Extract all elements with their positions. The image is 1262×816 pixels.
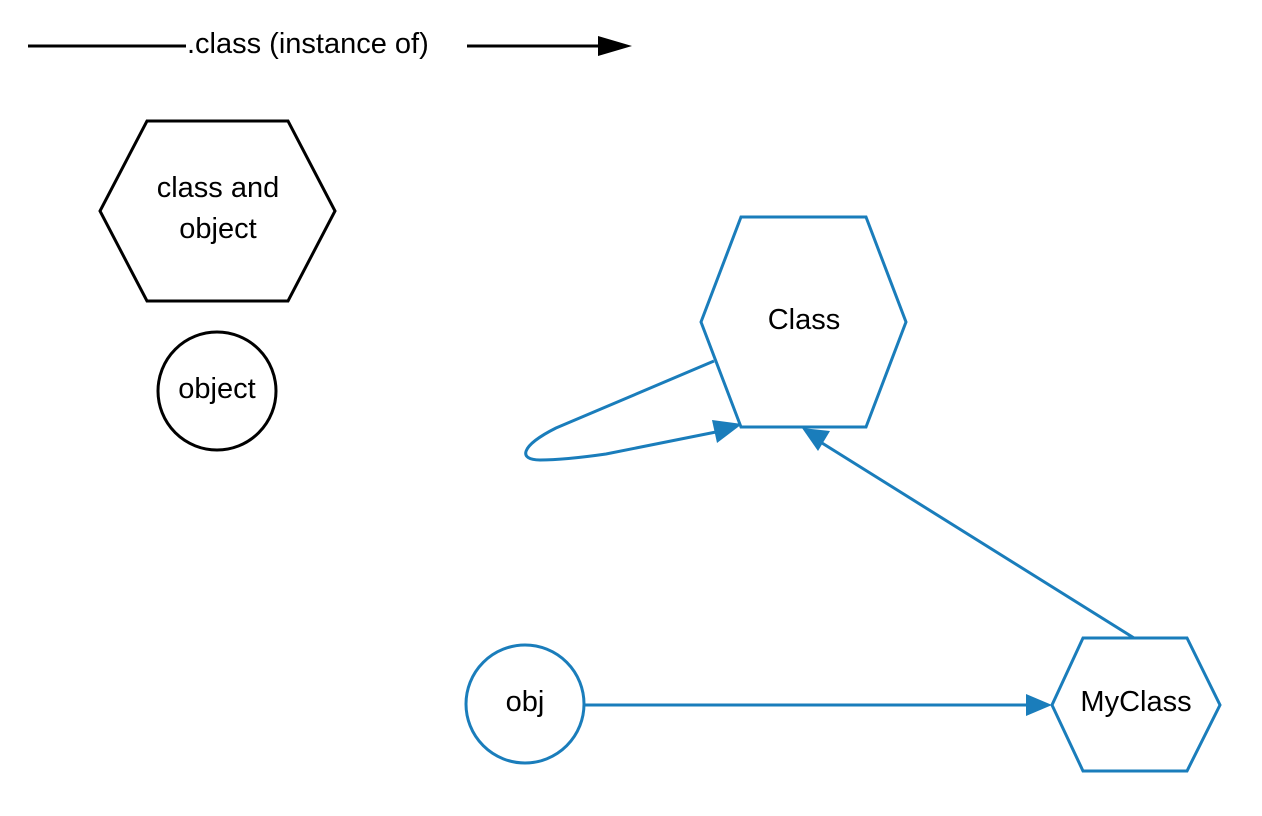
myclass-to-class-arrowhead: [802, 428, 830, 451]
diagram-graph: Class MyClass obj: [464, 215, 1222, 773]
legend-hexagon-label-line1: class and: [157, 172, 280, 204]
legend-arrowhead: [598, 36, 632, 56]
class-self-loop-arrowhead: [712, 420, 742, 443]
class-self-loop-edge: [524, 359, 717, 462]
myclass-node-label: MyClass: [1080, 686, 1191, 718]
legend-circle-label: object: [178, 373, 255, 405]
obj-node-label: obj: [506, 686, 545, 718]
legend-hexagon: [98, 119, 337, 303]
class-node: [699, 215, 908, 429]
legend-hexagon-label-line2: object: [179, 213, 256, 245]
legend-circle: [156, 330, 278, 452]
legend: .class (instance of) class and object ob…: [28, 28, 632, 452]
obj-node: [464, 643, 586, 765]
class-node-label: Class: [768, 304, 841, 336]
obj-to-myclass-arrowhead: [1026, 694, 1052, 716]
myclass-node: [1050, 636, 1222, 773]
myclass-to-class-edge: [821, 441, 1135, 640]
legend-edge-label: .class (instance of): [187, 28, 429, 60]
